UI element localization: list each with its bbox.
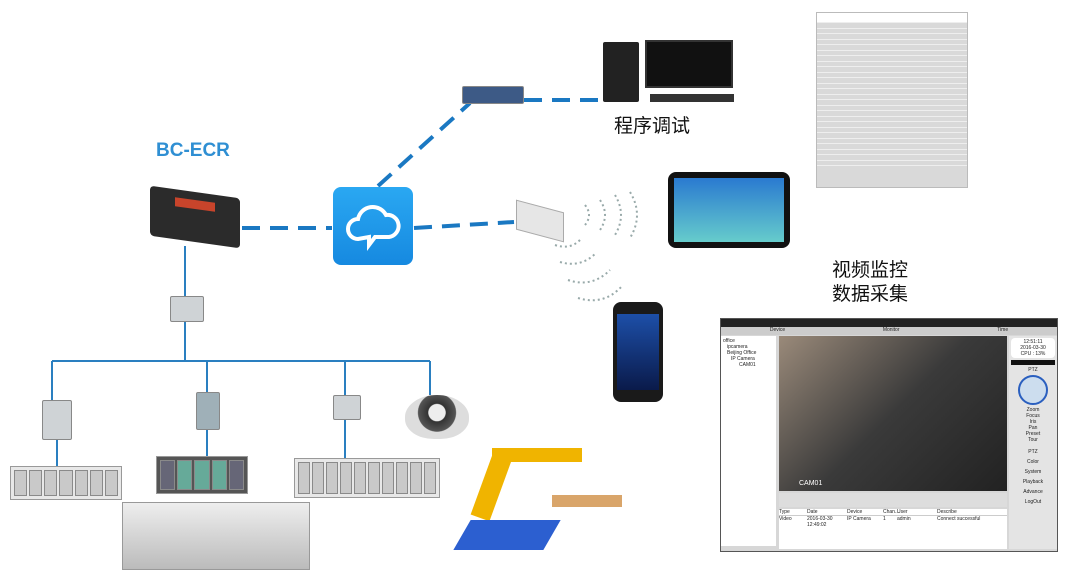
video-monitor-app: Device Monitor Time office ipcamera Beij… — [720, 318, 1058, 552]
tree-item[interactable]: office — [723, 338, 735, 344]
debug-label: 程序调试 — [614, 115, 691, 137]
ptz-focus[interactable]: Focus — [1026, 413, 1040, 419]
log-header: User — [897, 509, 908, 515]
variable-table-screenshot — [816, 12, 968, 188]
network-switch — [196, 392, 220, 430]
panel-monitor: Monitor — [882, 327, 900, 333]
preset-label: Preset — [1025, 431, 1041, 437]
video-label-1: 视频监控 — [832, 259, 909, 281]
dome-camera — [405, 395, 469, 439]
pc-tower — [603, 42, 639, 102]
layout-toolbar[interactable] — [779, 493, 1007, 507]
camera-view[interactable]: CAM01 — [779, 336, 1007, 491]
menu-logout[interactable]: LogOut — [1024, 499, 1042, 505]
tablet — [668, 172, 790, 248]
log-header: Device — [847, 509, 863, 515]
log-header: Chan... — [883, 509, 900, 515]
bus-lines — [51, 246, 431, 466]
panel-device: Device — [769, 327, 786, 333]
network-router — [462, 86, 524, 104]
log-header: Date — [807, 509, 818, 515]
plc-module — [10, 466, 122, 500]
network-switch — [42, 400, 72, 440]
device-tree[interactable]: office ipcamera Beijing Office IP Camera… — [721, 336, 776, 546]
packaging-machine — [122, 502, 310, 570]
ptz-pan[interactable]: Pan — [1028, 425, 1038, 431]
menu-color[interactable]: Color — [1027, 459, 1039, 465]
log-header: Describe — [937, 509, 957, 515]
network-switch — [333, 395, 361, 420]
tree-item[interactable]: IP Camera — [731, 356, 755, 362]
menu-advance[interactable]: Advance — [1023, 489, 1043, 495]
keyboard — [650, 94, 734, 102]
ptz-title: PTZ — [1028, 367, 1038, 373]
tree-item[interactable]: ipcamera — [727, 344, 748, 350]
video-label-2: 数据采集 — [832, 283, 909, 305]
cloud-icon — [333, 187, 413, 265]
pc-monitor — [645, 40, 733, 88]
ptz-iris[interactable]: Iris — [1029, 419, 1037, 425]
plc-module — [294, 458, 440, 498]
log-header: Type — [779, 509, 790, 515]
tree-item[interactable]: CAM01 — [739, 362, 756, 368]
industrial-robot — [453, 440, 627, 558]
tree-item[interactable]: Beijing Office — [727, 350, 757, 356]
dashed-link-cloud-router — [376, 101, 472, 188]
smartphone — [613, 302, 663, 402]
controller-title: BC-ECR — [156, 140, 230, 161]
plc-rack — [156, 456, 248, 494]
camera-label: CAM01 — [799, 480, 823, 487]
tour-label: Tour — [1028, 437, 1038, 443]
menu-playback[interactable]: Playback — [1022, 479, 1044, 485]
dashed-link-cloud-wifi — [413, 220, 515, 230]
menu-system[interactable]: System — [1024, 469, 1042, 475]
menu-ptz[interactable]: PTZ — [1028, 449, 1038, 455]
ptz-dpad[interactable] — [1018, 375, 1048, 405]
network-switch — [170, 296, 204, 322]
wireless-waves — [554, 191, 638, 302]
ptz-zoom[interactable]: Zoom — [1026, 407, 1040, 413]
panel-time: Time — [997, 327, 1009, 333]
